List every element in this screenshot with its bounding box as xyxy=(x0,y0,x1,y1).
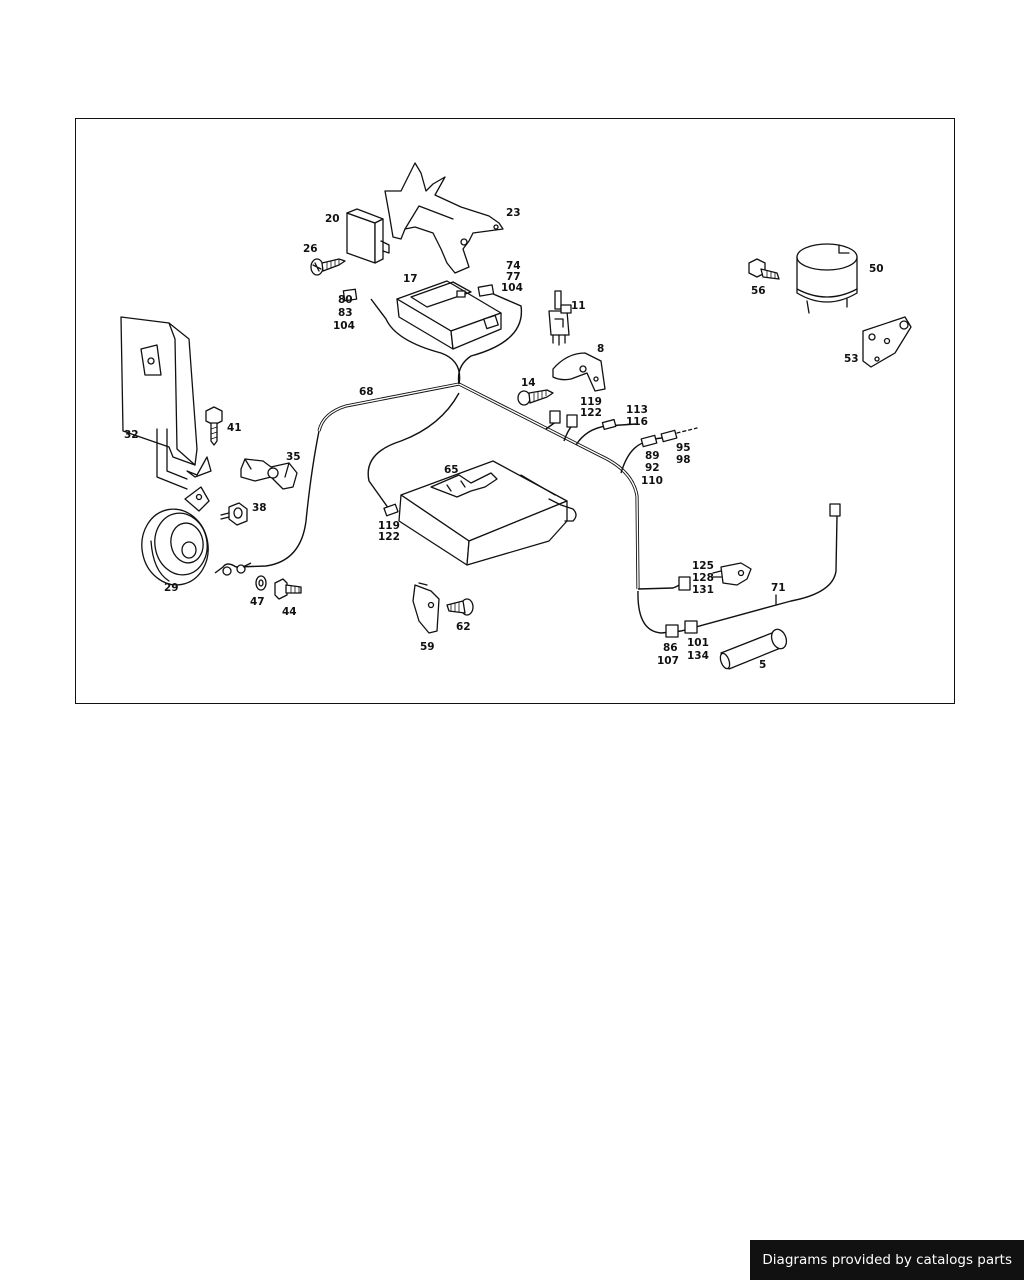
callout-44: 44 xyxy=(282,606,297,618)
callout-41: 41 xyxy=(227,422,242,434)
callout-119-lower: 119 xyxy=(378,520,400,532)
bolt-41 xyxy=(205,406,223,446)
callout-71: 71 xyxy=(771,582,786,594)
callout-20: 20 xyxy=(325,213,340,225)
bolt-44 xyxy=(274,578,302,600)
callout-113: 113 xyxy=(626,404,648,416)
nut-38 xyxy=(220,502,248,526)
callout-56: 56 xyxy=(751,285,766,297)
connectors xyxy=(342,284,841,638)
callout-107: 107 xyxy=(657,655,679,667)
control-unit-17 xyxy=(396,280,502,350)
callout-86: 86 xyxy=(663,642,678,654)
callout-77: 77 xyxy=(506,271,521,283)
callout-101: 101 xyxy=(687,637,709,649)
callout-38: 38 xyxy=(252,502,267,514)
horn-bracket-32 xyxy=(120,316,212,490)
parts-diagram-frame: 20 23 26 17 74 77 104 80 83 104 11 50 56… xyxy=(75,118,955,704)
callout-122-upper: 122 xyxy=(580,407,602,419)
callout-8: 8 xyxy=(597,343,604,355)
callout-26: 26 xyxy=(303,243,318,255)
callout-32: 32 xyxy=(124,429,139,441)
callout-50: 50 xyxy=(869,263,884,275)
screw-62 xyxy=(446,598,474,616)
callout-104-top-left: 104 xyxy=(333,320,355,332)
callout-53: 53 xyxy=(844,353,859,365)
exploded-parts-diagram: 20 23 26 17 74 77 104 80 83 104 11 50 56… xyxy=(120,162,912,671)
washer-47 xyxy=(255,575,267,591)
mounting-plate-53 xyxy=(862,316,912,368)
switch-11 xyxy=(548,290,572,346)
callout-11: 11 xyxy=(571,300,586,312)
callout-5: 5 xyxy=(759,659,766,671)
bracket-8 xyxy=(552,352,606,392)
clamp-35 xyxy=(240,458,298,490)
callout-35: 35 xyxy=(286,451,301,463)
callout-92: 92 xyxy=(645,462,660,474)
horn-29 xyxy=(141,486,210,586)
callout-62: 62 xyxy=(456,621,471,633)
bracket-59 xyxy=(412,582,440,634)
callout-47: 47 xyxy=(250,596,265,608)
relay-module-20 xyxy=(346,208,390,264)
callout-125: 125 xyxy=(692,560,714,572)
callout-59: 59 xyxy=(420,641,435,653)
callout-23: 23 xyxy=(506,207,521,219)
callout-134: 134 xyxy=(687,650,709,662)
callout-29: 29 xyxy=(164,582,179,594)
callout-98: 98 xyxy=(676,454,691,466)
callout-119-upper: 119 xyxy=(580,396,602,408)
bracket-23 xyxy=(384,162,504,274)
bolt-56 xyxy=(748,258,780,280)
callout-104-top-right: 104 xyxy=(501,282,523,294)
callout-68: 68 xyxy=(359,386,374,398)
sleeve-5 xyxy=(719,628,788,670)
screw-26 xyxy=(310,258,346,276)
siren-50 xyxy=(796,243,858,314)
callout-95: 95 xyxy=(676,442,691,454)
callout-131: 131 xyxy=(692,584,714,596)
tray-65 xyxy=(398,460,577,566)
wiring-harness xyxy=(235,292,838,634)
sensor-125 xyxy=(712,562,752,586)
callout-128: 128 xyxy=(692,572,714,584)
credit-badge: Diagrams provided by catalogs parts xyxy=(750,1240,1024,1280)
callout-80: 80 xyxy=(338,294,353,306)
callout-116: 116 xyxy=(626,416,648,428)
screw-14 xyxy=(517,389,554,406)
callout-labels: 20 23 26 17 74 77 104 80 83 104 11 50 56… xyxy=(124,207,884,671)
callout-14: 14 xyxy=(521,377,536,389)
callout-65: 65 xyxy=(444,464,459,476)
callout-83: 83 xyxy=(338,307,353,319)
callout-89: 89 xyxy=(645,450,660,462)
callout-122-lower: 122 xyxy=(378,531,400,543)
callout-17: 17 xyxy=(403,273,418,285)
callout-74: 74 xyxy=(506,260,521,272)
horn-terminals xyxy=(214,562,252,576)
callout-110: 110 xyxy=(641,475,663,487)
